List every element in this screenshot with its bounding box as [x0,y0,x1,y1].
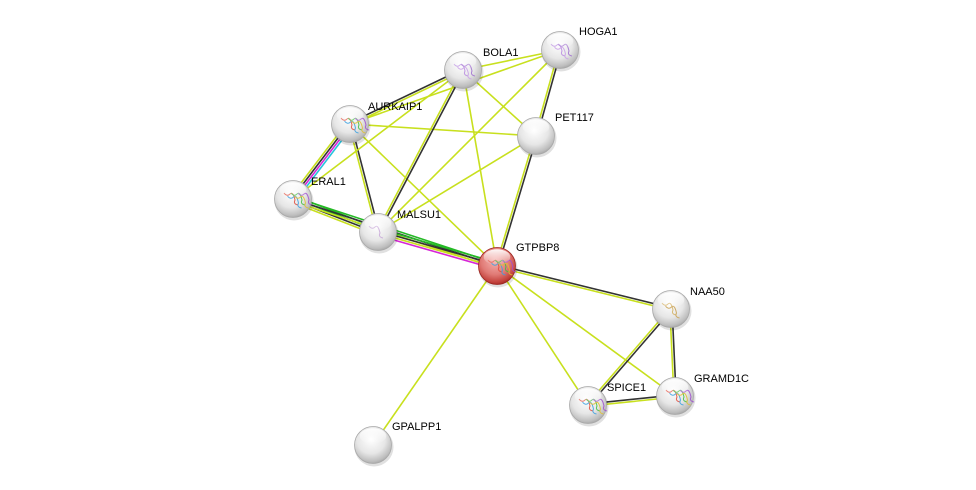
node-spice1[interactable]: SPICE1 [569,382,647,427]
edge-line-coexpression [378,230,498,266]
protein-structure-icon [676,392,691,406]
node-label: ERAL1 [311,176,346,188]
node-naa50[interactable]: NAA50 [652,286,725,331]
edge-line-textmining [496,265,676,397]
edge-gtpbp8-naa50[interactable] [496,264,672,311]
node-highlight [574,388,602,404]
node-highlight [661,379,689,395]
edge-line-textmining [292,69,464,200]
edge-pet117-malsu1[interactable] [377,135,537,233]
nodes-layer: BOLA1 HOGA1AURKAIP1PET117ERAL1MALSU1GTPBP… [274,26,750,467]
edge-hoga1-malsu1[interactable] [377,49,561,233]
node-label: GRAMD1C [694,373,749,385]
edge-line-textmining [496,266,671,311]
node-label: GTPBP8 [516,242,559,254]
node-label: HOGA1 [579,26,618,38]
node-label: PET117 [555,112,594,124]
node-highlight [359,428,387,444]
edge-line-textmining [350,70,464,126]
node-highlight [449,53,477,69]
edge-line-experiments [376,234,497,270]
protein-structure-icon [498,262,513,276]
node-hoga1[interactable]: HOGA1 [541,26,618,72]
node-label: BOLA1 [483,47,518,59]
node-label: SPICE1 [607,382,646,394]
edge-line-coexpression [497,136,538,267]
edge-aurkaip1-pet117[interactable] [349,123,537,137]
node-highlight [483,249,511,265]
protein-structure-icon [351,120,366,134]
node-label: AURKAIP1 [368,101,422,113]
node-highlight [522,119,550,135]
node-label: GPALPP1 [392,421,441,433]
edge-bola1-malsu1[interactable] [376,69,465,233]
edge-line-coexpression [588,309,673,407]
edge-line-coexpression [378,70,465,233]
node-highlight [364,215,392,231]
edge-pet117-gtpbp8[interactable] [495,135,538,267]
protein-structure-icon [294,195,309,209]
edge-line-textmining [495,135,536,266]
edge-aurkaip1-gtpbp8[interactable] [349,123,498,267]
edge-bola1-eral1[interactable] [292,69,464,200]
node-eral1[interactable]: ERAL1 [274,176,346,221]
edge-line-coexpression [349,68,463,124]
edge-line-coexpression [497,264,672,309]
edge-malsu1-gtpbp8[interactable] [376,228,499,270]
node-gtpbp8[interactable]: GTPBP8 [478,242,560,288]
node-pet117[interactable]: PET117 [517,112,594,158]
edge-line-neighborhood [378,228,499,264]
node-gpalpp1[interactable]: GPALPP1 [354,421,442,467]
edge-line-textmining [496,265,589,406]
edge-line-textmining [349,123,537,137]
edge-naa50-spice1[interactable] [586,307,673,407]
node-highlight [336,107,364,123]
node-highlight [279,182,307,198]
edge-bola1-gtpbp8[interactable] [462,69,498,267]
edge-line-textmining [372,265,498,446]
node-malsu1[interactable]: MALSU1 [359,209,442,254]
node-highlight [546,33,574,49]
edge-aurkaip1-bola1[interactable] [349,68,464,126]
edge-line-textmining [462,69,498,267]
node-label: NAA50 [690,286,725,298]
node-aurkaip1[interactable]: AURKAIP1 [331,101,423,146]
node-bola1[interactable]: BOLA1 [444,47,519,92]
edge-line-textmining [377,135,537,233]
node-highlight [657,292,685,308]
node-label: MALSU1 [397,209,441,221]
edge-line-textmining [377,232,497,268]
edge-gtpbp8-gramd1c[interactable] [496,265,676,397]
edge-line-textmining [586,307,671,405]
edge-line-textmining [349,123,498,267]
protein-structure-icon [589,401,604,415]
edge-gtpbp8-spice1[interactable] [496,265,589,406]
edge-line-textmining [376,69,463,232]
edge-line-textmining [377,49,561,233]
node-gramd1c[interactable]: GRAMD1C [656,373,750,418]
edge-gtpbp8-gpalpp1[interactable] [372,265,498,446]
